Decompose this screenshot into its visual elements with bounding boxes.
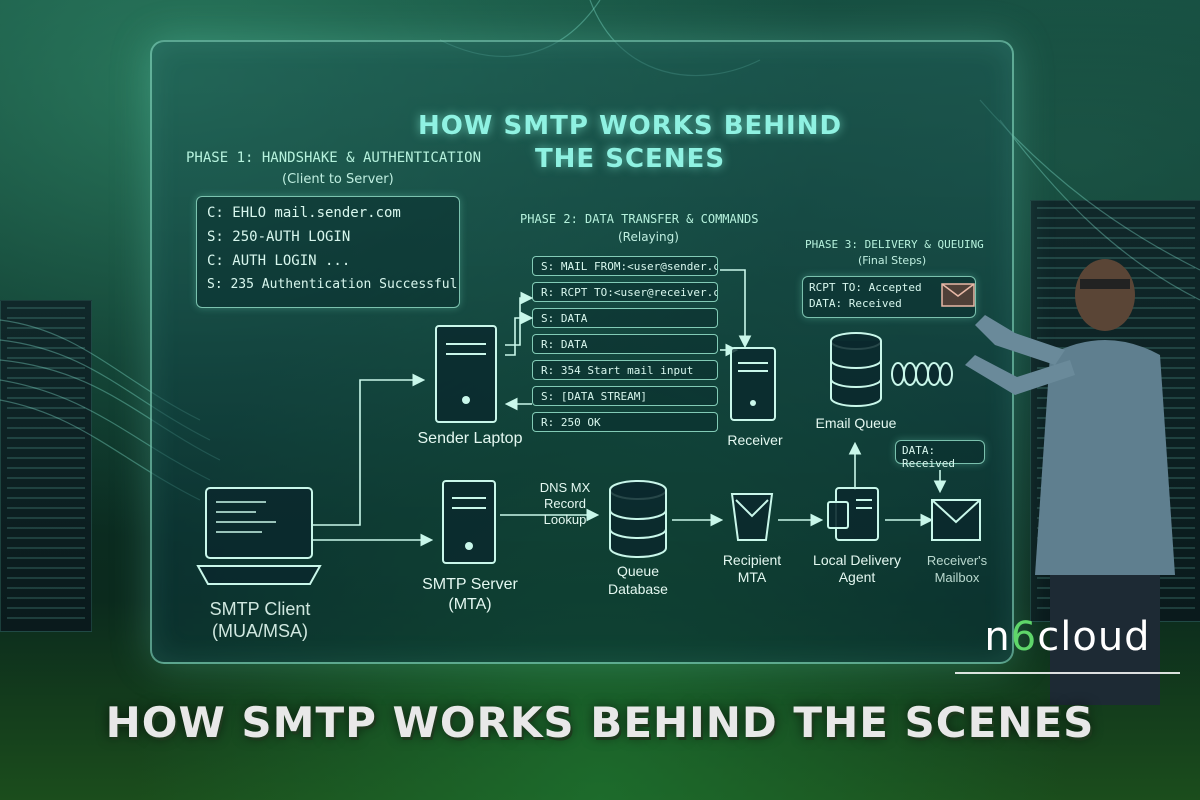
brand-logo: n6cloud [955,612,1180,674]
recipient-mta-line: Recipient [722,552,782,568]
handshake-line: C: AUTH LOGIN ... [207,253,351,269]
recipient-mta-line: MTA [737,569,767,585]
sender-laptop-label: Sender Laptop [417,430,523,447]
data-received-label: DATA: Received [902,444,955,470]
phase3-title: PHASE 3: DELIVERY & QUEUING [805,238,984,251]
headline: HOW SMTP WORKS BEHIND THE SCENES [105,698,1095,747]
command-row: S: MAIL FROM:<user@sender.com> [532,256,718,276]
command-row: S: [DATA STREAM] [532,386,718,406]
phase1-title: PHASE 1: HANDSHAKE & AUTHENTICATION [186,150,482,166]
mailbox-line: Mailbox [934,570,980,585]
data-received-box: DATA: Received [895,440,985,470]
laptop-icon [196,487,322,585]
database-icon [609,480,667,558]
status-line: RCPT TO: Accepted [809,281,922,294]
phase2-title: PHASE 2: DATA TRANSFER & COMMANDS [520,212,759,226]
smtp-client-name: SMTP Client [209,599,311,619]
smtp-client-role: (MUA/MSA) [212,621,308,641]
queue-items-icon [891,362,953,386]
lda-line: Agent [838,569,876,585]
lda-line: Local Delivery [813,552,901,568]
smtp-server-label: SMTP Server (MTA) [405,575,535,615]
phase3-subtitle: (Final Steps) [858,254,927,267]
command-row: S: DATA [532,308,718,328]
receiver-label: Receiver [727,432,783,448]
server-rack-left [0,300,92,632]
phase2-subtitle: (Relaying) [618,230,679,244]
queue-db-line: Queue [616,563,660,579]
smtp-server-name: SMTP Server [422,576,518,593]
queue-db-line: Database [608,581,668,597]
smtp-server-role: (MTA) [448,596,492,613]
panel-title: HOW SMTP WORKS BEHIND THE SCENES [417,111,843,174]
command-row: R: 354 Start mail input [532,360,718,380]
dns-line: Lookup [543,512,587,527]
logo-text-prefix: n [984,614,1011,660]
command-row: R: RCPT TO:<user@receiver.com> [532,282,718,302]
logo-text-suffix: cloud [1037,614,1151,660]
dns-line: DNS MX [539,480,591,495]
handshake-line: S: 250-AUTH LOGIN [207,229,351,245]
smtp-client-label: SMTP Client (MUA/MSA) [190,598,330,642]
server-tower-icon [442,480,496,564]
mailbox-icon [931,499,981,541]
command-row: R: DATA [532,334,718,354]
dns-lookup-label: DNS MX Record Lookup [520,480,610,528]
handshake-log-box: C: EHLO mail.sender.com S: 250-AUTH LOGI… [196,196,460,308]
email-queue-label: Email Queue [815,415,897,431]
logo-text-accent: 6 [1010,614,1038,660]
delivery-status-box: RCPT TO: Accepted DATA: Received [802,276,976,318]
recipient-mta-icon [730,493,774,541]
local-delivery-agent-label: Local Delivery Agent [805,552,909,586]
queue-database-label: Queue Database [590,562,686,598]
envelope-icon [941,283,975,307]
dns-line: Record [544,496,586,511]
handshake-line: C: EHLO mail.sender.com [207,205,401,221]
mailbox-label: Receiver's Mailbox [912,552,1002,586]
engineer-figure [965,259,1175,705]
database-icon [830,332,882,407]
phase1-subtitle: (Client to Server) [282,172,394,187]
handshake-line: S: 235 Authentication Successful [207,277,458,292]
mailbox-line: Receiver's [926,553,988,568]
recipient-mta-label: Recipient MTA [706,552,798,586]
server-tower-icon [435,325,497,423]
server-tower-icon [730,347,776,421]
delivery-agent-icon [827,487,879,541]
status-line: DATA: Received [809,297,902,310]
command-row: R: 250 OK [532,412,718,432]
